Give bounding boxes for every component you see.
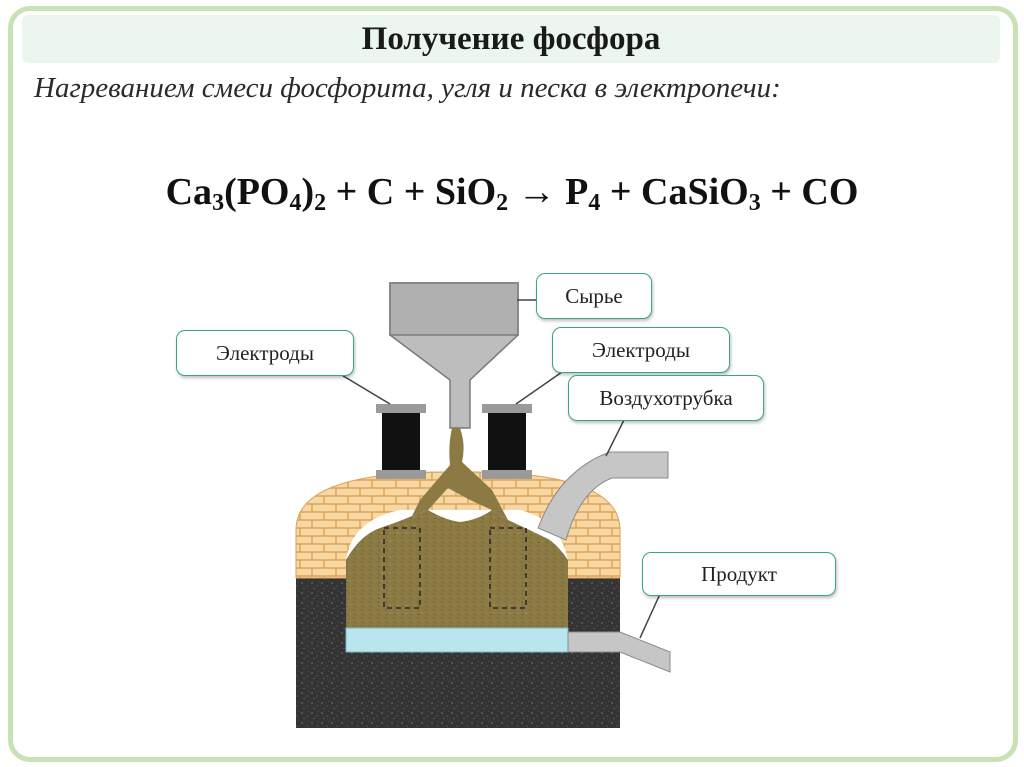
equation-part: + CaSiO3 (600, 171, 761, 216)
title-bar: Получение фосфора (22, 15, 1000, 63)
equation-part: → P4 (508, 171, 601, 216)
leader-line (339, 373, 391, 405)
label-air-pipe: Воздухотрубка (568, 375, 764, 421)
product-outlet-pipe (567, 631, 671, 673)
equation-part: (PO4 (224, 171, 302, 216)
electrode-left (376, 404, 426, 479)
air-pipe (537, 451, 669, 541)
charge-mix (346, 510, 568, 628)
reaction-equation: Ca3(PO4)2 + C + SiO2 → P4 + CaSiO3 + CO (0, 170, 1024, 217)
equation-part: Ca3 (165, 171, 225, 216)
equation-part: + C + SiO2 (326, 171, 509, 216)
label-product: Продукт (642, 552, 836, 596)
subtitle: Нагреванием смеси фосфорита, угля и песк… (34, 72, 781, 104)
electrode-right (482, 404, 532, 479)
label-electrodes-right: Электроды (552, 327, 730, 373)
electrode-well-right (489, 527, 527, 609)
feed-stream (412, 428, 508, 520)
liquid-layer (345, 627, 569, 653)
leader-line (639, 593, 661, 639)
equation-part: + CO (760, 171, 859, 213)
label-electrodes-left: Электроды (176, 330, 354, 376)
label-raw-material: Сырье (536, 273, 652, 319)
electrode-well-left (383, 527, 421, 609)
page-title: Получение фосфора (361, 20, 661, 57)
equation-part: )2 (301, 171, 327, 216)
leader-line (605, 417, 626, 457)
leader-line (515, 371, 563, 405)
